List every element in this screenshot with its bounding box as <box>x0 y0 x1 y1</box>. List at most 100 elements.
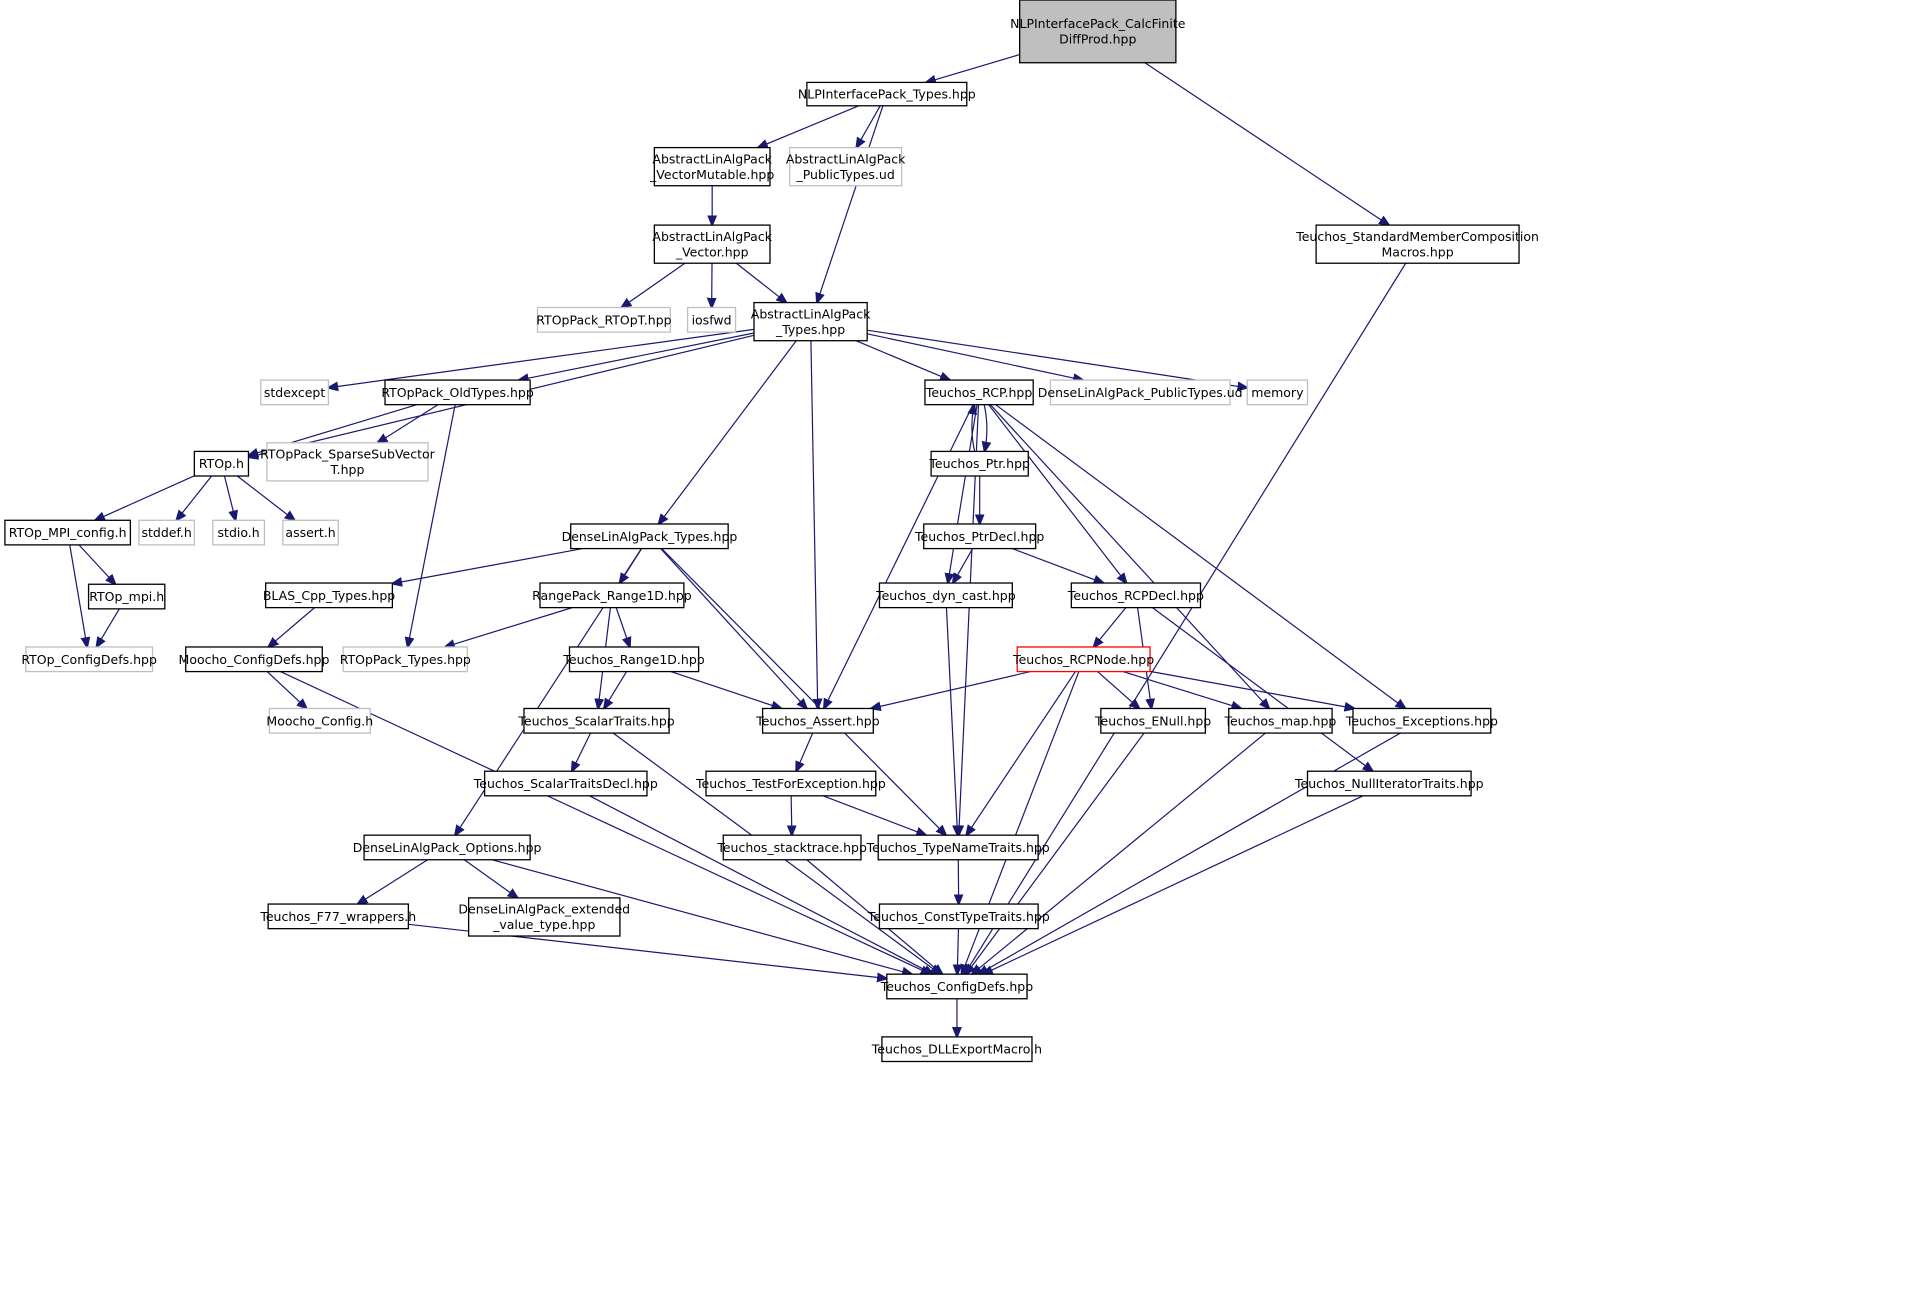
node-label: Teuchos_RCPNode.hpp <box>1012 652 1154 667</box>
node-label: RTOp_MPI_config.h <box>9 525 127 540</box>
node-label: RTOp_mpi.h <box>89 589 164 604</box>
node-memory[interactable]: memory <box>1246 379 1309 406</box>
node-texc[interactable]: Teuchos_Exceptions.hpp <box>1345 707 1498 734</box>
node-ptr[interactable]: Teuchos_Ptr.hpp <box>928 450 1030 477</box>
node-box <box>266 442 429 482</box>
edges-layer <box>69 54 1406 1037</box>
node-label: BLAS_Cpp_Types.hpp <box>263 588 395 603</box>
node-label: DenseLinAlgPack_extended <box>458 902 630 917</box>
node-alaTypes[interactable]: AbstractLinAlgPack_Types.hpp <box>751 301 871 342</box>
node-stdio[interactable]: stdio.h <box>212 519 266 546</box>
node-dllExport[interactable]: Teuchos_DLLExportMacro.h <box>871 1036 1042 1063</box>
node-label: Teuchos_RCPDecl.hpp <box>1067 588 1204 603</box>
edge-dyncast-to-typeName <box>945 607 957 836</box>
node-dyncast[interactable]: Teuchos_dyn_cast.hpp <box>875 582 1016 609</box>
node-rtopTypes[interactable]: RTOpPack_Types.hpp <box>340 646 471 673</box>
node-label: Teuchos_Assert.hpp <box>755 713 879 728</box>
edge-dlaTypes-to-tassert <box>660 548 807 709</box>
node-scalarTraits[interactable]: Teuchos_ScalarTraits.hpp <box>517 707 675 734</box>
node-range1dT[interactable]: Teuchos_Range1D.hpp <box>562 646 705 673</box>
node-label: Teuchos_Ptr.hpp <box>928 456 1030 471</box>
node-label: stdio.h <box>218 525 260 540</box>
node-mpiConfig[interactable]: RTOp_MPI_config.h <box>4 519 132 546</box>
node-scalarTraitsDecl[interactable]: Teuchos_ScalarTraitsDecl.hpp <box>473 770 658 797</box>
node-constType[interactable]: Teuchos_ConstTypeTraits.hpp <box>867 903 1050 930</box>
node-rtopConfigDefs[interactable]: RTOp_ConfigDefs.hpp <box>21 646 157 673</box>
node-tmap[interactable]: Teuchos_map.hpp <box>1223 707 1336 734</box>
node-alaPubTypes[interactable]: AbstractLinAlgPack_PublicTypes.ud <box>786 146 906 187</box>
node-label: _value_type.hpp <box>492 917 595 932</box>
edge-stacktrace-to-configDefs <box>806 859 943 974</box>
node-moochoConfig[interactable]: Moocho_Config.h <box>266 707 373 734</box>
node-box <box>1352 707 1492 734</box>
node-stddef[interactable]: stddef.h <box>138 519 195 546</box>
node-tassert[interactable]: Teuchos_Assert.hpp <box>755 707 880 734</box>
node-enull[interactable]: Teuchos_ENull.hpp <box>1094 707 1211 734</box>
node-box <box>523 707 670 734</box>
node-stacktrace[interactable]: Teuchos_stacktrace.hpp <box>716 834 867 861</box>
node-iosfwd[interactable]: iosfwd <box>686 306 737 333</box>
node-box <box>1228 707 1333 734</box>
node-label: AbstractLinAlgPack <box>751 306 871 321</box>
node-box <box>653 224 771 264</box>
node-alaVec[interactable]: AbstractLinAlgPack_Vector.hpp <box>652 224 773 264</box>
node-rtoph[interactable]: RTOp.h <box>193 450 250 477</box>
edge-range1dT-to-tassert <box>670 671 781 709</box>
node-label: iosfwd <box>692 312 732 327</box>
edge-rcp-to-dyncast <box>948 404 978 583</box>
edge-testForExc-to-typeName <box>822 795 926 835</box>
node-moochoConfigDefs[interactable]: Moocho_ConfigDefs.hpp <box>179 646 330 673</box>
node-dlaOptions[interactable]: DenseLinAlgPack_Options.hpp <box>353 834 542 861</box>
node-box <box>881 1036 1033 1063</box>
node-assert[interactable]: assert.h <box>282 519 339 546</box>
node-dlaTypes[interactable]: DenseLinAlgPack_Types.hpp <box>562 523 738 550</box>
edge-blas-to-moochoConfigDefs <box>268 607 315 647</box>
node-box <box>467 897 621 937</box>
node-nlpTypes[interactable]: NLPInterfacePack_Types.hpp <box>798 81 976 107</box>
node-mpih[interactable]: RTOp_mpi.h <box>87 583 166 610</box>
node-box <box>25 646 154 673</box>
node-rcp[interactable]: Teuchos_RCP.hpp <box>924 379 1034 406</box>
nodes-layer: NLPInterfacePack_CalcFiniteDiffProd.hppN… <box>4 0 1539 1063</box>
node-dlaPubTypes[interactable]: DenseLinAlgPack_PublicTypes.ud <box>1038 379 1243 406</box>
edge-rcp-to-rcpDecl <box>988 404 1127 583</box>
node-rtopT[interactable]: RTOpPack_RTOpT.hpp <box>536 306 672 333</box>
node-dlaExt[interactable]: DenseLinAlgPack_extended_value_type.hpp <box>458 897 630 937</box>
node-label: Teuchos_TypeNameTraits.hpp <box>866 840 1050 855</box>
node-label: RangePack_Range1D.hpp <box>532 588 692 603</box>
node-label: Teuchos_NullIteratorTraits.hpp <box>1294 776 1484 791</box>
edge-rcp-to-texc <box>995 404 1406 709</box>
edge-root-to-nlpTypes <box>926 54 1020 83</box>
node-oldTypes[interactable]: RTOpPack_OldTypes.hpp <box>381 379 534 406</box>
node-label: assert.h <box>285 525 335 540</box>
node-alaVecMut[interactable]: AbstractLinAlgPack_VectorMutable.hpp <box>649 146 774 187</box>
node-label: stdexcept <box>264 385 325 400</box>
node-label: AbstractLinAlgPack <box>652 151 772 166</box>
node-range1dRP[interactable]: RangePack_Range1D.hpp <box>532 582 692 609</box>
node-smcm[interactable]: Teuchos_StandardMemberCompositionMacros.… <box>1295 224 1539 264</box>
node-label: Teuchos_stacktrace.hpp <box>716 840 867 855</box>
node-blas[interactable]: BLAS_Cpp_Types.hpp <box>263 582 395 609</box>
node-f77[interactable]: Teuchos_F77_wrappers.h <box>259 903 416 930</box>
node-box <box>761 707 874 734</box>
node-box <box>1019 0 1177 64</box>
node-box <box>539 582 685 609</box>
node-configDefs[interactable]: Teuchos_ConfigDefs.hpp <box>880 973 1033 1000</box>
edge-alaTypes-to-oldTypes <box>519 332 755 380</box>
edge-dlaOptions-to-dlaExt <box>463 859 517 898</box>
edge-oldTypes-to-sparseSub <box>378 404 439 443</box>
node-nullIter[interactable]: Teuchos_NullIteratorTraits.hpp <box>1294 770 1484 797</box>
node-rcpNode[interactable]: Teuchos_RCPNode.hpp <box>1012 646 1154 673</box>
node-label: memory <box>1251 385 1304 400</box>
node-rcpDecl[interactable]: Teuchos_RCPDecl.hpp <box>1067 582 1204 609</box>
node-ptrDecl[interactable]: Teuchos_PtrDecl.hpp <box>914 523 1044 550</box>
edge-ptr-to-rcp <box>972 405 975 452</box>
node-testForExc[interactable]: Teuchos_TestForException.hpp <box>695 770 886 797</box>
node-stdexcept[interactable]: stdexcept <box>260 379 330 406</box>
node-typeName[interactable]: Teuchos_TypeNameTraits.hpp <box>866 834 1050 861</box>
node-label: Moocho_ConfigDefs.hpp <box>179 652 330 667</box>
edge-rtoph-to-stddef <box>176 475 213 520</box>
edge-dlaTypes-to-blas <box>392 547 583 584</box>
